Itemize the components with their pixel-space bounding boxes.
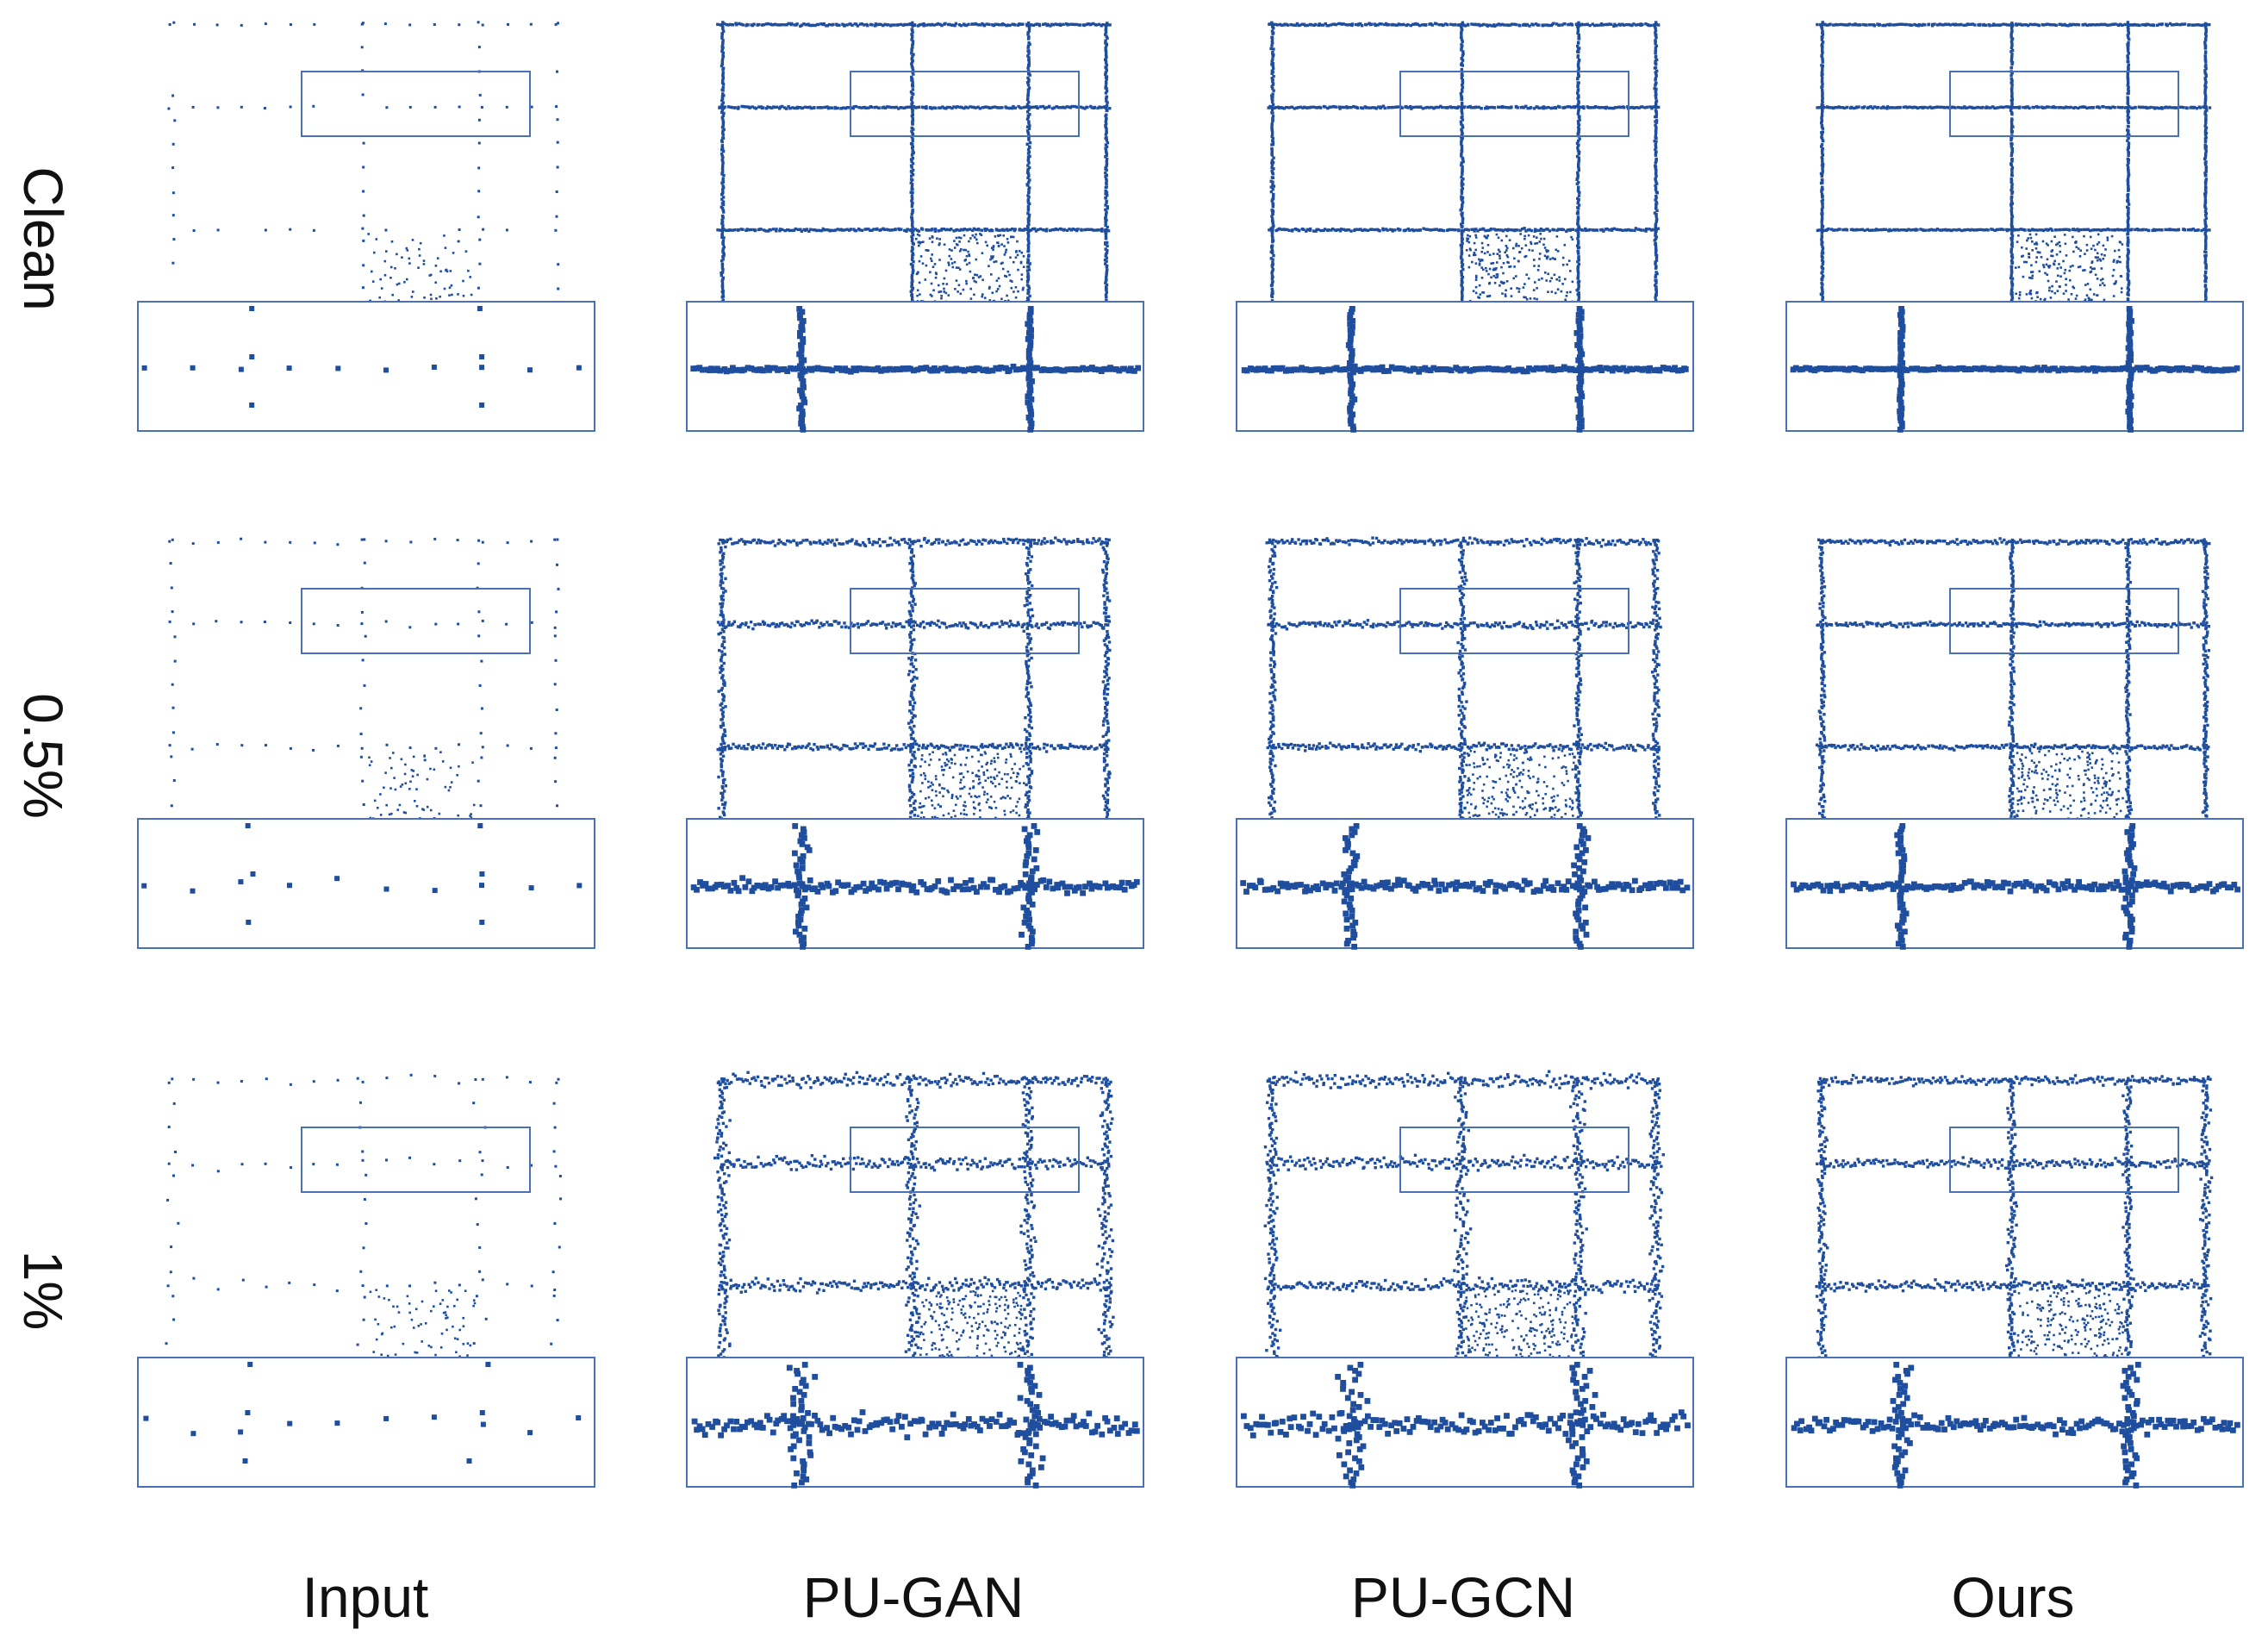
zoom-region-box	[1949, 588, 2179, 654]
row-label-clean: Clean	[12, 166, 74, 311]
zoom-region-box	[301, 71, 531, 137]
point-cloud-plot	[1785, 537, 2244, 950]
zoom-region-box	[850, 71, 1080, 137]
point-cloud-plot	[1785, 21, 2244, 433]
point-cloud-panel	[682, 530, 1165, 1013]
zoom-region-box	[1399, 1127, 1629, 1193]
zoom-region-box	[1949, 1127, 2179, 1193]
zoom-region-box	[850, 588, 1080, 654]
col-label-pu-gan: PU-GAN	[802, 1565, 1025, 1629]
zoom-inset	[137, 301, 595, 432]
row-label-0-5-percent: 0.5%	[12, 693, 74, 819]
col-label-pu-gcn: PU-GCN	[1350, 1565, 1576, 1629]
point-cloud-panel	[134, 1069, 616, 1551]
zoom-region-box	[1949, 71, 2179, 137]
zoom-inset	[686, 301, 1144, 432]
col-label-input: Input	[302, 1565, 429, 1629]
point-cloud-panel	[134, 530, 616, 1013]
point-cloud-plot	[1236, 1070, 1694, 1489]
point-cloud-panel	[1232, 13, 1715, 496]
point-cloud-panel	[682, 1069, 1165, 1551]
zoom-inset	[137, 818, 595, 949]
point-cloud-plot	[1236, 536, 1694, 950]
point-cloud-plot	[137, 21, 595, 432]
point-cloud-plot	[686, 536, 1144, 950]
point-cloud-plot	[686, 1071, 1144, 1489]
point-cloud-plot	[137, 1073, 595, 1488]
zoom-inset	[137, 1357, 595, 1488]
zoom-region-box	[301, 1127, 531, 1193]
row-label-1-percent: 1%	[12, 1250, 74, 1331]
point-cloud-panel	[1782, 530, 2265, 1013]
point-cloud-panel	[1782, 13, 2265, 496]
point-cloud-plot	[1236, 21, 1694, 433]
zoom-region-box	[301, 588, 531, 654]
zoom-region-box	[850, 1127, 1080, 1193]
zoom-region-box	[1399, 71, 1629, 137]
point-cloud-panel	[1232, 1069, 1715, 1551]
point-cloud-plot	[137, 537, 595, 949]
point-cloud-panel	[134, 13, 616, 496]
zoom-region-box	[1399, 588, 1629, 654]
col-label-ours: Ours	[1951, 1565, 2075, 1629]
point-cloud-plot	[686, 21, 1144, 433]
point-cloud-plot	[1785, 1074, 2244, 1489]
point-cloud-panel	[1782, 1069, 2265, 1551]
point-cloud-panel	[1232, 530, 1715, 1013]
point-cloud-panel	[682, 13, 1165, 496]
